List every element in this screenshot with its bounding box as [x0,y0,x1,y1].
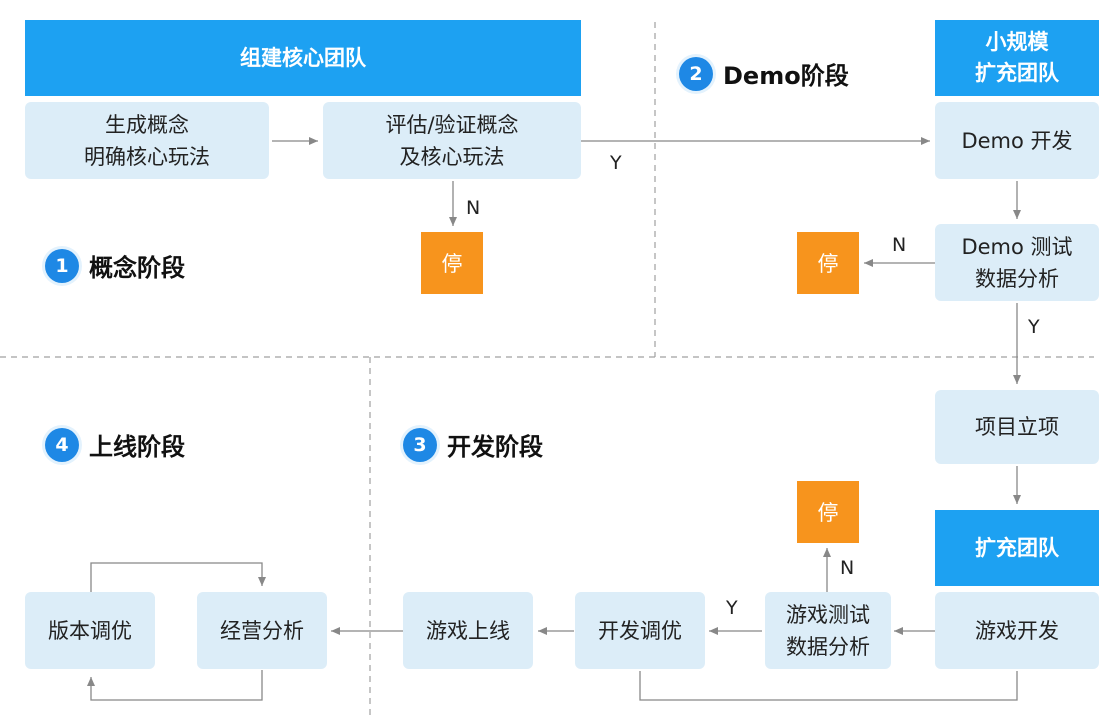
loop-ops-to-version [87,670,263,701]
node-demo-dev-label: Demo 开发 [961,128,1073,153]
stage-concept-title: 1 概念阶段 [45,248,185,283]
small-team-label-line2: 扩充团队 [975,61,1059,85]
stage-demo-number: 2 [679,56,713,91]
stop-label: 停 [441,252,463,276]
stop-box-demo: 停 [797,232,859,294]
node-demo-test-line1: Demo 测试 [961,234,1073,259]
stage-demo-title: 2 Demo阶段 [679,56,849,91]
stage-concept-label: 概念阶段 [89,254,185,282]
stop-label: 停 [817,501,839,525]
stage-launch-label: 上线阶段 [89,433,185,461]
small-expand-team-header: 小规模 扩充团队 [935,20,1099,96]
node-ops-analysis: 经营分析 [197,592,327,669]
node-game-test-line2: 数据分析 [786,634,870,659]
small-team-label-line1: 小规模 [985,30,1049,54]
no-label-demo: N [892,234,907,256]
core-team-label: 组建核心团队 [240,45,366,70]
no-label-game-test: N [840,557,855,579]
stage-dev-label: 开发阶段 [447,433,543,461]
node-demo-test: Demo 测试 数据分析 [935,224,1099,301]
node-generate-concept-line1: 生成概念 [105,112,189,137]
stage-concept-number: 1 [45,248,79,283]
node-game-launch: 游戏上线 [403,592,533,669]
no-label-eval: N [466,197,481,219]
node-version-tuning-label: 版本调优 [48,618,132,643]
yes-label-game-test: Y [726,597,738,619]
node-game-launch-label: 游戏上线 [426,618,510,643]
stop-box-concept: 停 [421,232,483,294]
stage-launch-number: 4 [45,427,79,462]
loop-tune-to-gamedev [639,671,1018,701]
loop-version-to-ops [90,562,266,592]
node-evaluate-concept-line1: 评估/验证概念 [385,112,519,137]
stage-launch-title: 4 上线阶段 [45,427,185,462]
core-team-header: 组建核心团队 [25,20,581,96]
expand-team-label: 扩充团队 [975,535,1059,560]
yes-label-demo: Y [1028,316,1040,338]
node-demo-test-line2: 数据分析 [975,266,1059,291]
node-game-dev-label: 游戏开发 [975,618,1059,643]
node-evaluate-concept-line2: 及核心玩法 [399,144,505,169]
node-version-tuning: 版本调优 [25,592,155,669]
node-dev-tuning-label: 开发调优 [598,618,682,643]
node-dev-tuning: 开发调优 [575,592,705,669]
stage-demo-label: Demo阶段 [723,62,849,90]
node-project-approval: 项目立项 [935,390,1099,464]
stop-label: 停 [817,252,839,276]
stop-box-dev: 停 [797,481,859,543]
node-game-test-line1: 游戏测试 [786,602,870,627]
yes-label-eval: Y [610,152,622,174]
node-project-approval-label: 项目立项 [975,415,1059,439]
node-demo-dev: Demo 开发 [935,102,1099,179]
node-game-test: 游戏测试 数据分析 [765,592,891,669]
stage-dev-title: 3 开发阶段 [403,427,543,462]
node-generate-concept-line2: 明确核心玩法 [84,144,210,169]
node-ops-analysis-label: 经营分析 [220,618,304,643]
expand-team-header: 扩充团队 [935,510,1099,586]
node-generate-concept: 生成概念 明确核心玩法 [25,102,269,179]
node-evaluate-concept: 评估/验证概念 及核心玩法 [323,102,581,179]
node-game-dev: 游戏开发 [935,592,1099,669]
stage-dev-number: 3 [403,427,437,462]
stage-dividers [0,22,1094,718]
